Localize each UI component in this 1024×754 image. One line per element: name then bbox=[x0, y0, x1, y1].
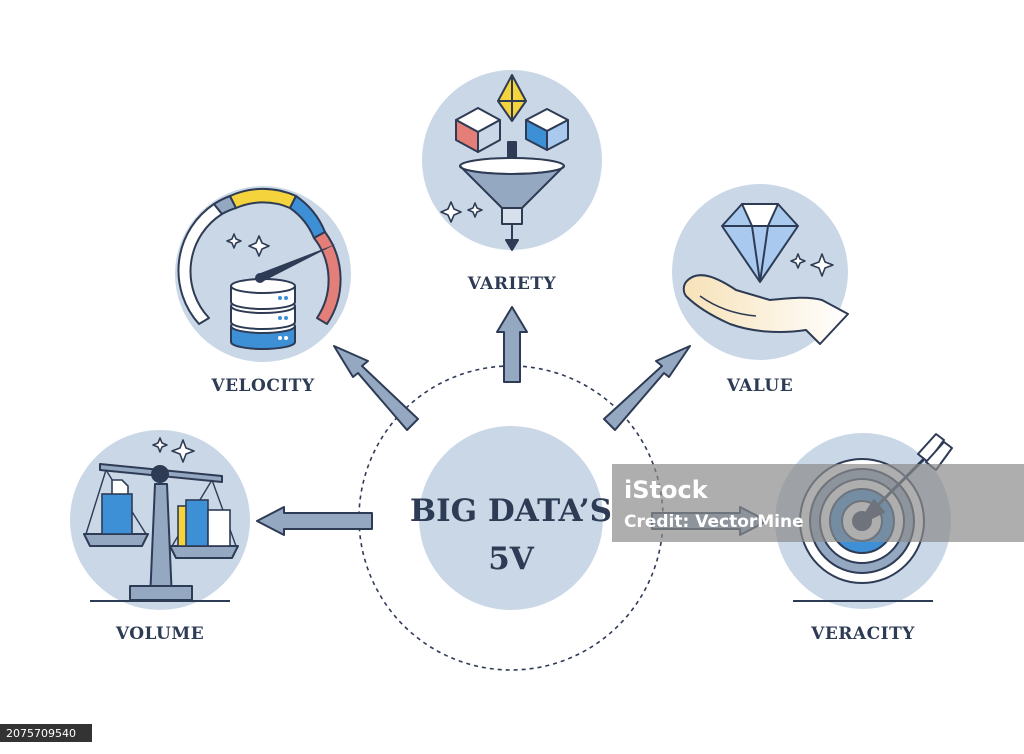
label-variety: VARIETY bbox=[467, 274, 557, 294]
label-volume: VOLUME bbox=[115, 624, 204, 644]
center-title-line2: 5V bbox=[488, 541, 535, 577]
arrow-volume bbox=[256, 506, 373, 536]
sparkle-icon bbox=[440, 201, 483, 223]
image-id-text: 2075709540 bbox=[6, 727, 76, 740]
sparkle-icon bbox=[790, 253, 834, 277]
database-led-icon bbox=[278, 296, 288, 340]
cube-right-shape bbox=[525, 108, 569, 151]
funnel-shape bbox=[459, 141, 565, 225]
watermark-credit: Credit: VectorMine bbox=[624, 512, 804, 532]
sparkle-icon bbox=[226, 233, 270, 257]
node-velocity: VELOCITY bbox=[175, 186, 351, 396]
arrow-variety bbox=[496, 306, 528, 383]
balance-scale-icon bbox=[83, 463, 239, 601]
cube-left-shape bbox=[455, 107, 501, 153]
diamond-icon bbox=[721, 203, 799, 283]
label-velocity: VELOCITY bbox=[210, 376, 315, 396]
speed-gauge bbox=[177, 187, 342, 325]
arrow-value bbox=[603, 345, 691, 431]
node-variety: VARIETY bbox=[422, 70, 602, 294]
gauge-needle-icon bbox=[255, 244, 336, 283]
open-hand-icon bbox=[682, 274, 849, 345]
center-title-line1: BIG DATA’S bbox=[410, 493, 612, 529]
node-volume: VOLUME bbox=[70, 430, 250, 644]
documents-left-icon bbox=[101, 479, 133, 535]
label-value: VALUE bbox=[726, 376, 793, 396]
arrow-velocity bbox=[333, 345, 419, 431]
node-value: VALUE bbox=[672, 184, 849, 396]
image-id-tag: 2075709540 bbox=[0, 724, 92, 742]
database-icon bbox=[230, 278, 296, 350]
sparkle-icon bbox=[152, 437, 195, 463]
documents-right-icon bbox=[177, 499, 231, 547]
center-node: BIG DATA’S 5V bbox=[410, 426, 612, 610]
watermark-banner: iStock Credit: VectorMine bbox=[612, 464, 1024, 542]
watermark-brand: iStock bbox=[624, 476, 709, 504]
label-veracity: VERACITY bbox=[810, 624, 915, 644]
